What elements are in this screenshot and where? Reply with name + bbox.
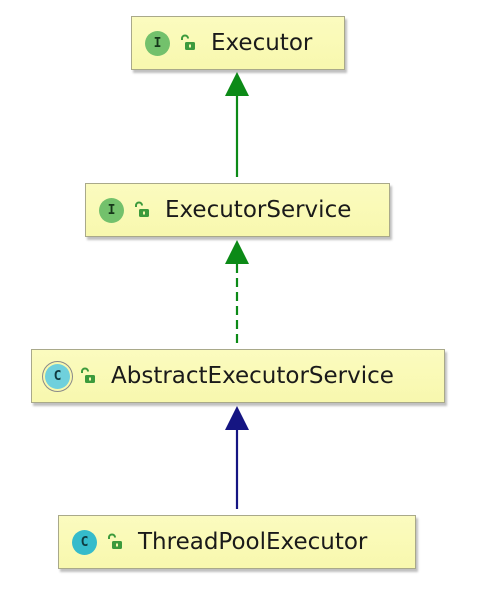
- abstract-class-icon: C: [45, 363, 70, 389]
- node-label: ThreadPoolExecutor: [138, 529, 368, 555]
- executor-node[interactable]: I Executor: [131, 16, 345, 70]
- arrowhead-abstractexecutorservice: [225, 406, 249, 430]
- node-label: Executor: [211, 30, 313, 56]
- executorservice-node[interactable]: I ExecutorService: [85, 183, 390, 237]
- unlocked-public-icon: [181, 34, 195, 50]
- unlocked-public-icon: [81, 367, 95, 383]
- threadpoolexecutor-node[interactable]: C ThreadPoolExecutor: [58, 515, 416, 569]
- interface-icon: I: [99, 197, 124, 223]
- class-icon: C: [72, 529, 97, 555]
- interface-icon: I: [145, 30, 170, 56]
- arrowhead-executor: [225, 72, 249, 96]
- node-label: ExecutorService: [165, 197, 352, 223]
- abstractexecutorservice-node[interactable]: C AbstractExecutorService: [31, 349, 445, 403]
- node-label: AbstractExecutorService: [111, 363, 394, 389]
- unlocked-public-icon: [108, 533, 122, 549]
- unlocked-public-icon: [135, 201, 149, 217]
- arrowhead-executorservice: [225, 240, 249, 264]
